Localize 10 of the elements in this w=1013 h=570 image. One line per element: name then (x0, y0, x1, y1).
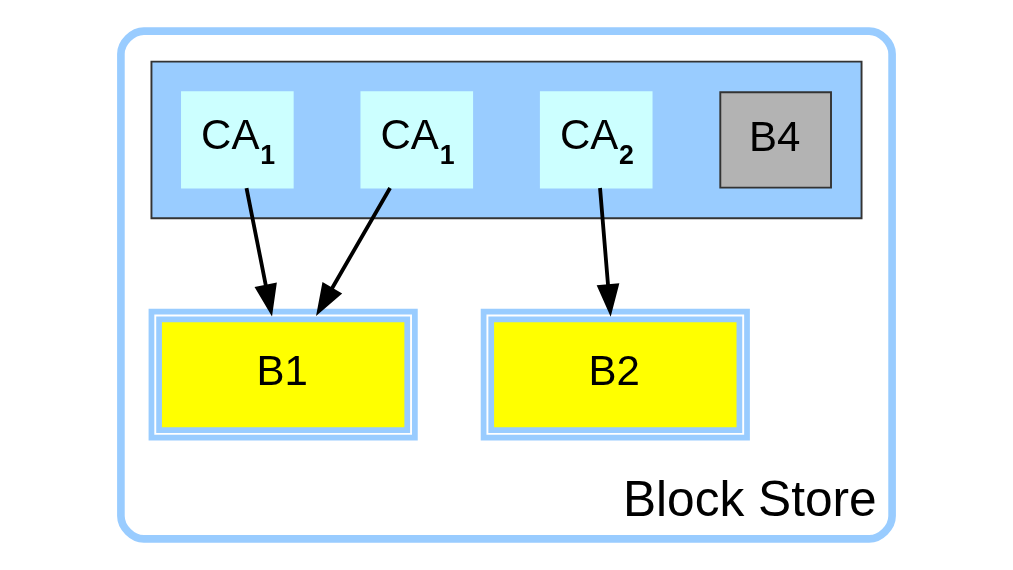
node-box: B2 (480, 308, 750, 441)
arrow (596, 187, 620, 317)
node-box: B1 (148, 308, 418, 441)
node-box: CA$_{1}$ (181, 91, 294, 189)
node-box: CA$_{2}$ (539, 91, 653, 189)
arrow (244, 187, 277, 317)
arrow (316, 187, 392, 316)
node-box: CA$_{1}$ (360, 91, 474, 189)
node-box: B4 (719, 91, 832, 189)
cluster (150, 60, 863, 220)
